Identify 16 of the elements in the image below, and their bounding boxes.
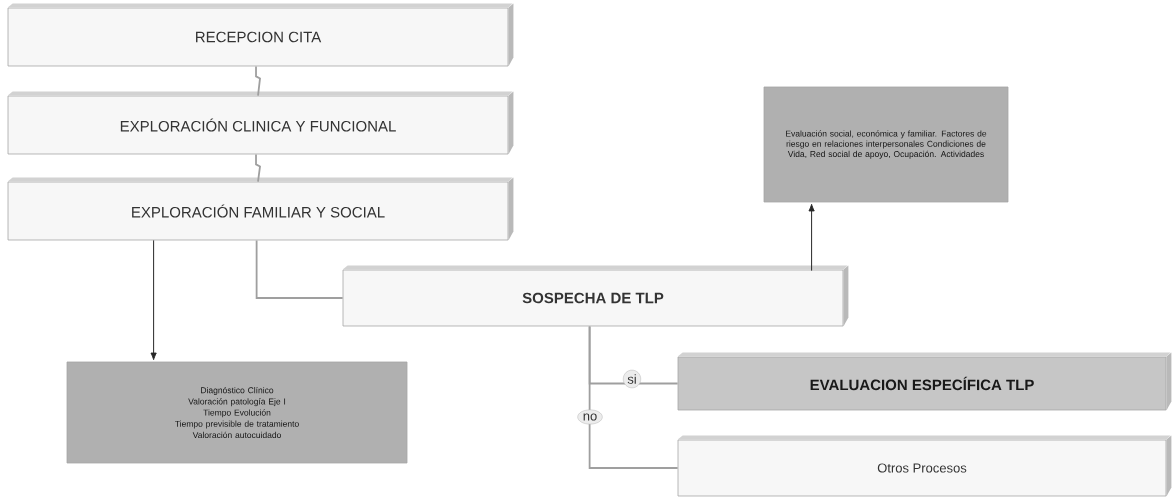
- note-box: Evaluación social, económica y familiar. Factores de riesgo en relaciones interpersonales Condiciones de Vida, Red social de apoyo, Ocupación. Actividades: [763, 86, 1009, 203]
- process-box: RECEPCION CITA: [7, 3, 514, 67]
- edge-label: no: [577, 409, 603, 425]
- note-box: Diagnóstico Clínico Valoración patología Eje I Tiempo Evolución Tiempo previsible de tratamiento Valoración autocuidado: [66, 361, 408, 464]
- connector: [588, 325, 679, 469]
- connector: [255, 239, 344, 299]
- process-box: Otros Procesos: [677, 435, 1172, 497]
- process-box: EXPLORACIÓN CLINICA Y FUNCIONAL: [7, 91, 514, 155]
- connector: [255, 65, 261, 97]
- process-box: EVALUACION ESPECÍFICA TLP: [677, 352, 1172, 411]
- process-box: SOSPECHA DE TLP: [342, 265, 849, 327]
- process-box: EXPLORACIÓN FAMILIAR Y SOCIAL: [7, 177, 514, 241]
- edge-label: si: [623, 369, 641, 389]
- connector: [255, 153, 261, 183]
- connector: [150, 239, 157, 361]
- connector: [808, 203, 815, 272]
